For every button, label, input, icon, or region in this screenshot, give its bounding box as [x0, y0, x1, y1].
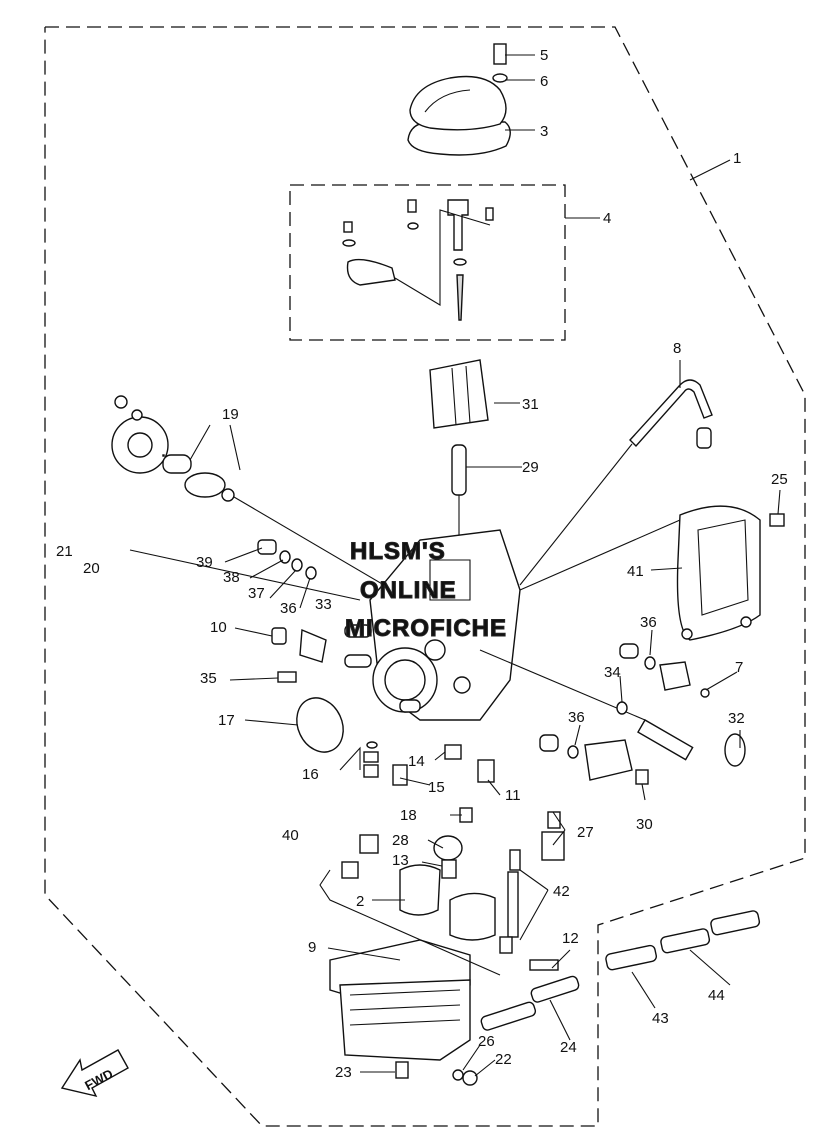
o-ring: [296, 697, 344, 753]
kit-boundary: [289, 184, 566, 341]
callout-25: 25: [771, 471, 788, 488]
watermark: HLSM'S ONLINE MICROFICHE: [344, 537, 507, 642]
callout-32: 32: [728, 710, 745, 727]
callout-20: 20: [83, 560, 100, 577]
callout-1: 1: [733, 150, 741, 167]
needle-kit: [342, 199, 494, 321]
callout-38: 38: [223, 569, 240, 586]
callout-36b: 36: [640, 614, 657, 631]
callout-24: 24: [560, 1039, 577, 1056]
callout-30: 30: [636, 816, 653, 833]
callout-15: 15: [428, 779, 445, 796]
callout-9: 9: [308, 939, 316, 956]
carburetor-body: [369, 529, 521, 721]
callout-3: 3: [540, 123, 548, 140]
callout-10: 10: [210, 619, 227, 636]
callout-27: 27: [577, 824, 594, 841]
callout-44: 44: [708, 987, 725, 1004]
callout-37: 37: [248, 585, 265, 602]
watermark-line-2: ONLINE: [360, 577, 457, 604]
callout-6: 6: [540, 73, 548, 90]
callout-18: 18: [400, 807, 417, 824]
callout-14: 14: [408, 753, 425, 770]
float-bowl: [329, 939, 478, 1086]
callout-41: 41: [627, 563, 644, 580]
drain-hoses: [480, 910, 761, 1031]
callout-7: 7: [735, 659, 743, 676]
vent-hose: [519, 379, 713, 586]
callout-39: 39: [196, 554, 213, 571]
callout-42: 42: [553, 883, 570, 900]
callout-4: 4: [603, 210, 611, 227]
callout-numbers: 1 2 3 4 5 6 7 8 9 10 11 12 13 14 15 16 1…: [56, 47, 788, 1081]
callout-11: 11: [505, 787, 521, 804]
callout-2: 2: [356, 893, 364, 910]
top-cover: [407, 43, 511, 156]
callout-13: 13: [392, 852, 409, 869]
throttle-slide: [429, 359, 489, 560]
callout-21: 21: [56, 543, 73, 560]
callout-26: 26: [478, 1033, 495, 1050]
coasting-enricher: [111, 395, 431, 613]
callout-23: 23: [335, 1064, 352, 1081]
watermark-line-3: MICROFICHE: [345, 615, 507, 642]
watermark-line-1: HLSM'S: [350, 538, 446, 565]
callout-36: 36: [280, 600, 297, 617]
small-parts: [162, 454, 710, 971]
leader-lines: [129, 54, 781, 1077]
callout-35: 35: [200, 670, 217, 687]
callout-28: 28: [392, 832, 409, 849]
side-cover: [519, 505, 785, 641]
callout-22: 22: [495, 1051, 512, 1068]
callout-8: 8: [673, 340, 681, 357]
callout-40: 40: [282, 827, 299, 844]
callout-16: 16: [302, 766, 319, 783]
callout-5: 5: [540, 47, 548, 64]
callout-31: 31: [522, 396, 539, 413]
callout-12: 12: [562, 930, 579, 947]
callout-29: 29: [522, 459, 539, 476]
assembly-boundary: [44, 26, 806, 1127]
callout-34: 34: [604, 664, 621, 681]
callout-33: 33: [315, 596, 332, 613]
callout-19: 19: [222, 406, 239, 423]
callout-17: 17: [218, 712, 235, 729]
callout-36c: 36: [568, 709, 585, 726]
forward-direction-badge: FWD: [60, 1049, 129, 1098]
callout-43: 43: [652, 1010, 669, 1027]
